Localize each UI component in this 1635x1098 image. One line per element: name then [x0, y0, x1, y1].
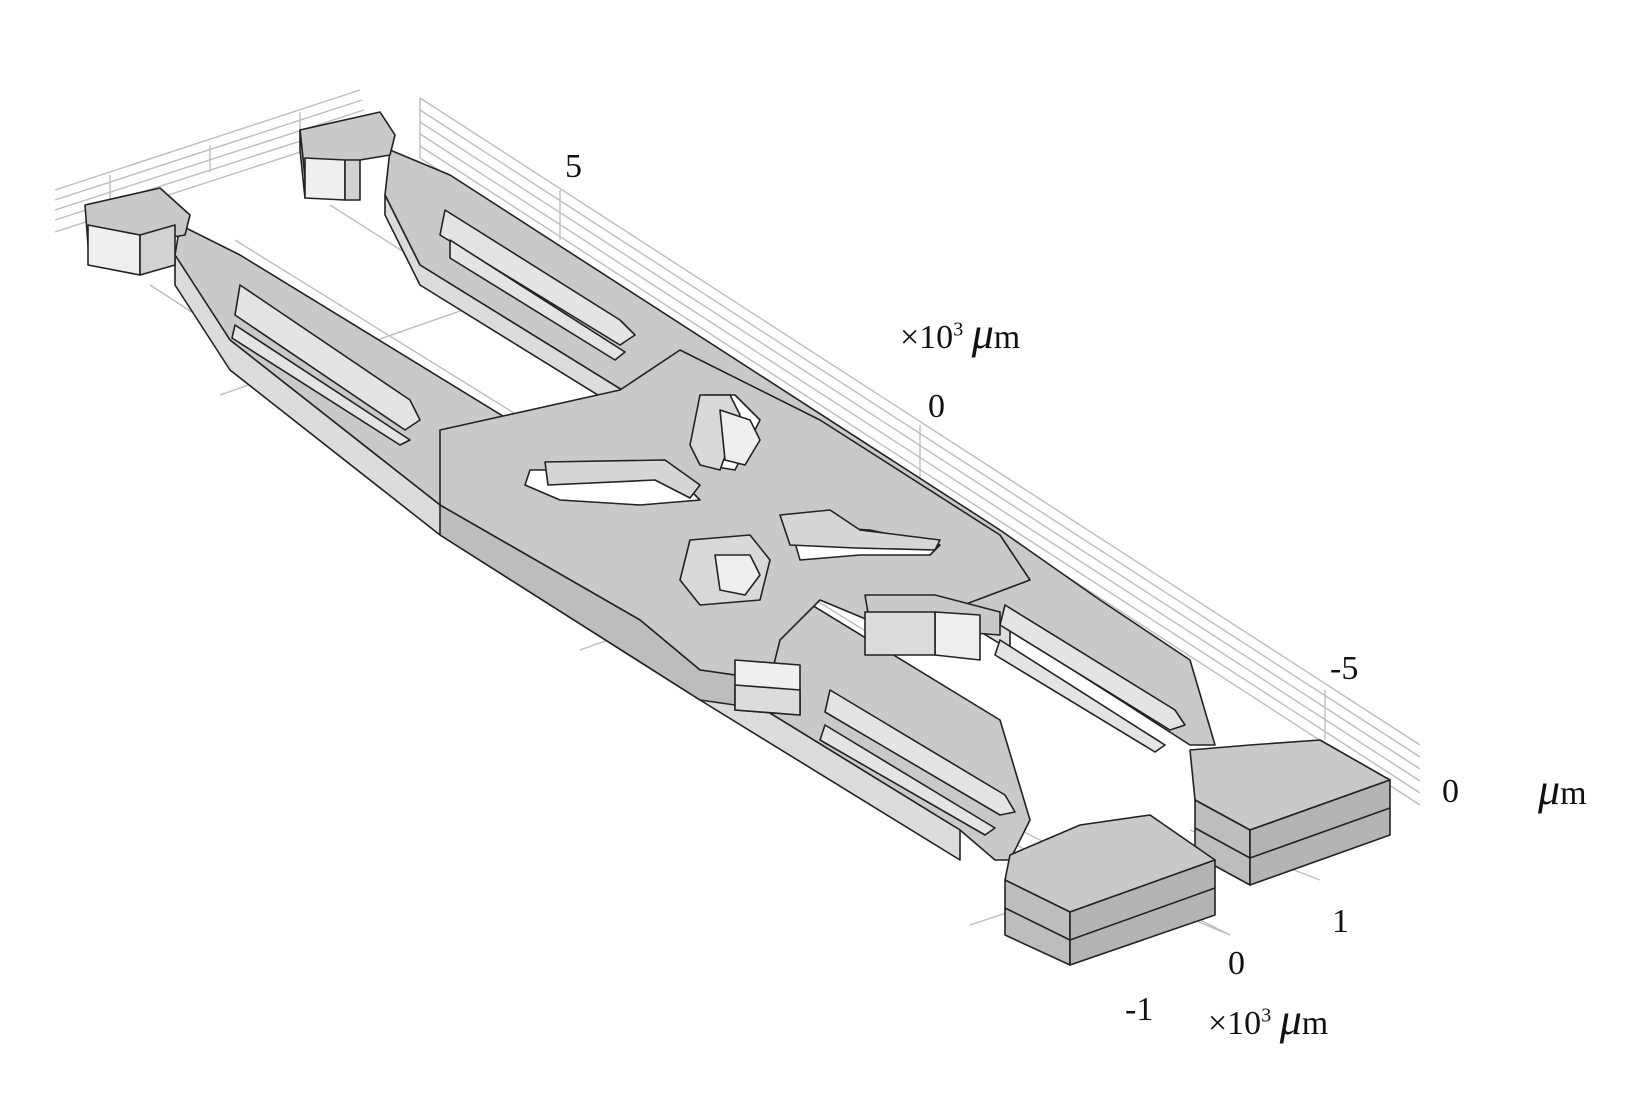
front-edge-panel-mid — [734, 684, 801, 716]
anchor-pad-back-side — [304, 157, 346, 201]
y-unit-mu: μ — [1279, 995, 1302, 1044]
z-unit-mu: μ — [1538, 765, 1561, 814]
flexure-arm-right — [779, 509, 941, 551]
z-unit-m: m — [1560, 775, 1587, 812]
y-tick-0: 0 — [1228, 945, 1245, 982]
x-axis-unit: ×103 μm — [900, 312, 1020, 356]
x-tick-5: 5 — [565, 148, 582, 185]
y-axis-unit: ×103 μm — [1208, 998, 1328, 1042]
flexure-block-face — [719, 409, 761, 466]
anchor-pad-back-side2 — [344, 159, 361, 201]
x-unit-prefix: ×10 — [900, 319, 954, 356]
anchor-pad-front-side — [139, 224, 176, 276]
x-unit-mu: μ — [971, 309, 994, 358]
z-axis-unit: μm — [1538, 768, 1587, 812]
flexure-arm — [544, 459, 701, 499]
flexure-block-lower-face — [714, 554, 761, 596]
x-unit-m: m — [993, 319, 1021, 356]
y-tick-1: 1 — [1332, 903, 1349, 940]
right-pad-front-side — [1069, 859, 1216, 966]
front-beam-side — [174, 254, 961, 861]
y-tick-minus-1: -1 — [1125, 991, 1154, 1028]
x-tick-minus-5: -5 — [1330, 650, 1359, 687]
y-unit-m: m — [1301, 1005, 1329, 1042]
beam-slots — [231, 209, 1186, 836]
x-unit-exp: 3 — [953, 318, 964, 341]
z-tick-0: 0 — [1442, 773, 1459, 810]
device-body — [84, 111, 1391, 966]
inner-end-block-face — [934, 611, 981, 661]
y-unit-prefix: ×10 — [1208, 1005, 1262, 1042]
y-unit-exp: 3 — [1261, 1004, 1272, 1027]
x-tick-0: 0 — [928, 388, 945, 425]
inner-end-block-face2 — [864, 611, 936, 656]
